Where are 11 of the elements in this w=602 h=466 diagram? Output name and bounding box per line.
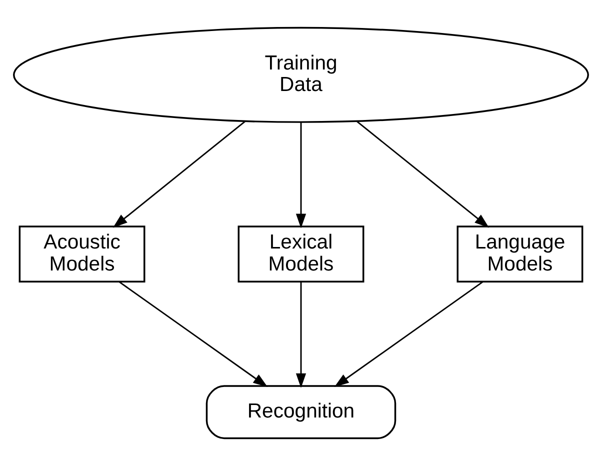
node-box: Language Models	[456, 226, 584, 282]
arrow	[334, 281, 484, 387]
node-box: Lexical Models	[238, 226, 364, 282]
arrow	[356, 120, 490, 228]
arrow	[296, 122, 306, 228]
node-box: Acoustic Models	[18, 226, 146, 282]
node-ellipse: Training Data	[13, 26, 589, 123]
node-box: Recognition	[206, 385, 396, 440]
arrow	[118, 281, 268, 387]
arrow	[296, 282, 306, 388]
arrow	[112, 120, 246, 228]
